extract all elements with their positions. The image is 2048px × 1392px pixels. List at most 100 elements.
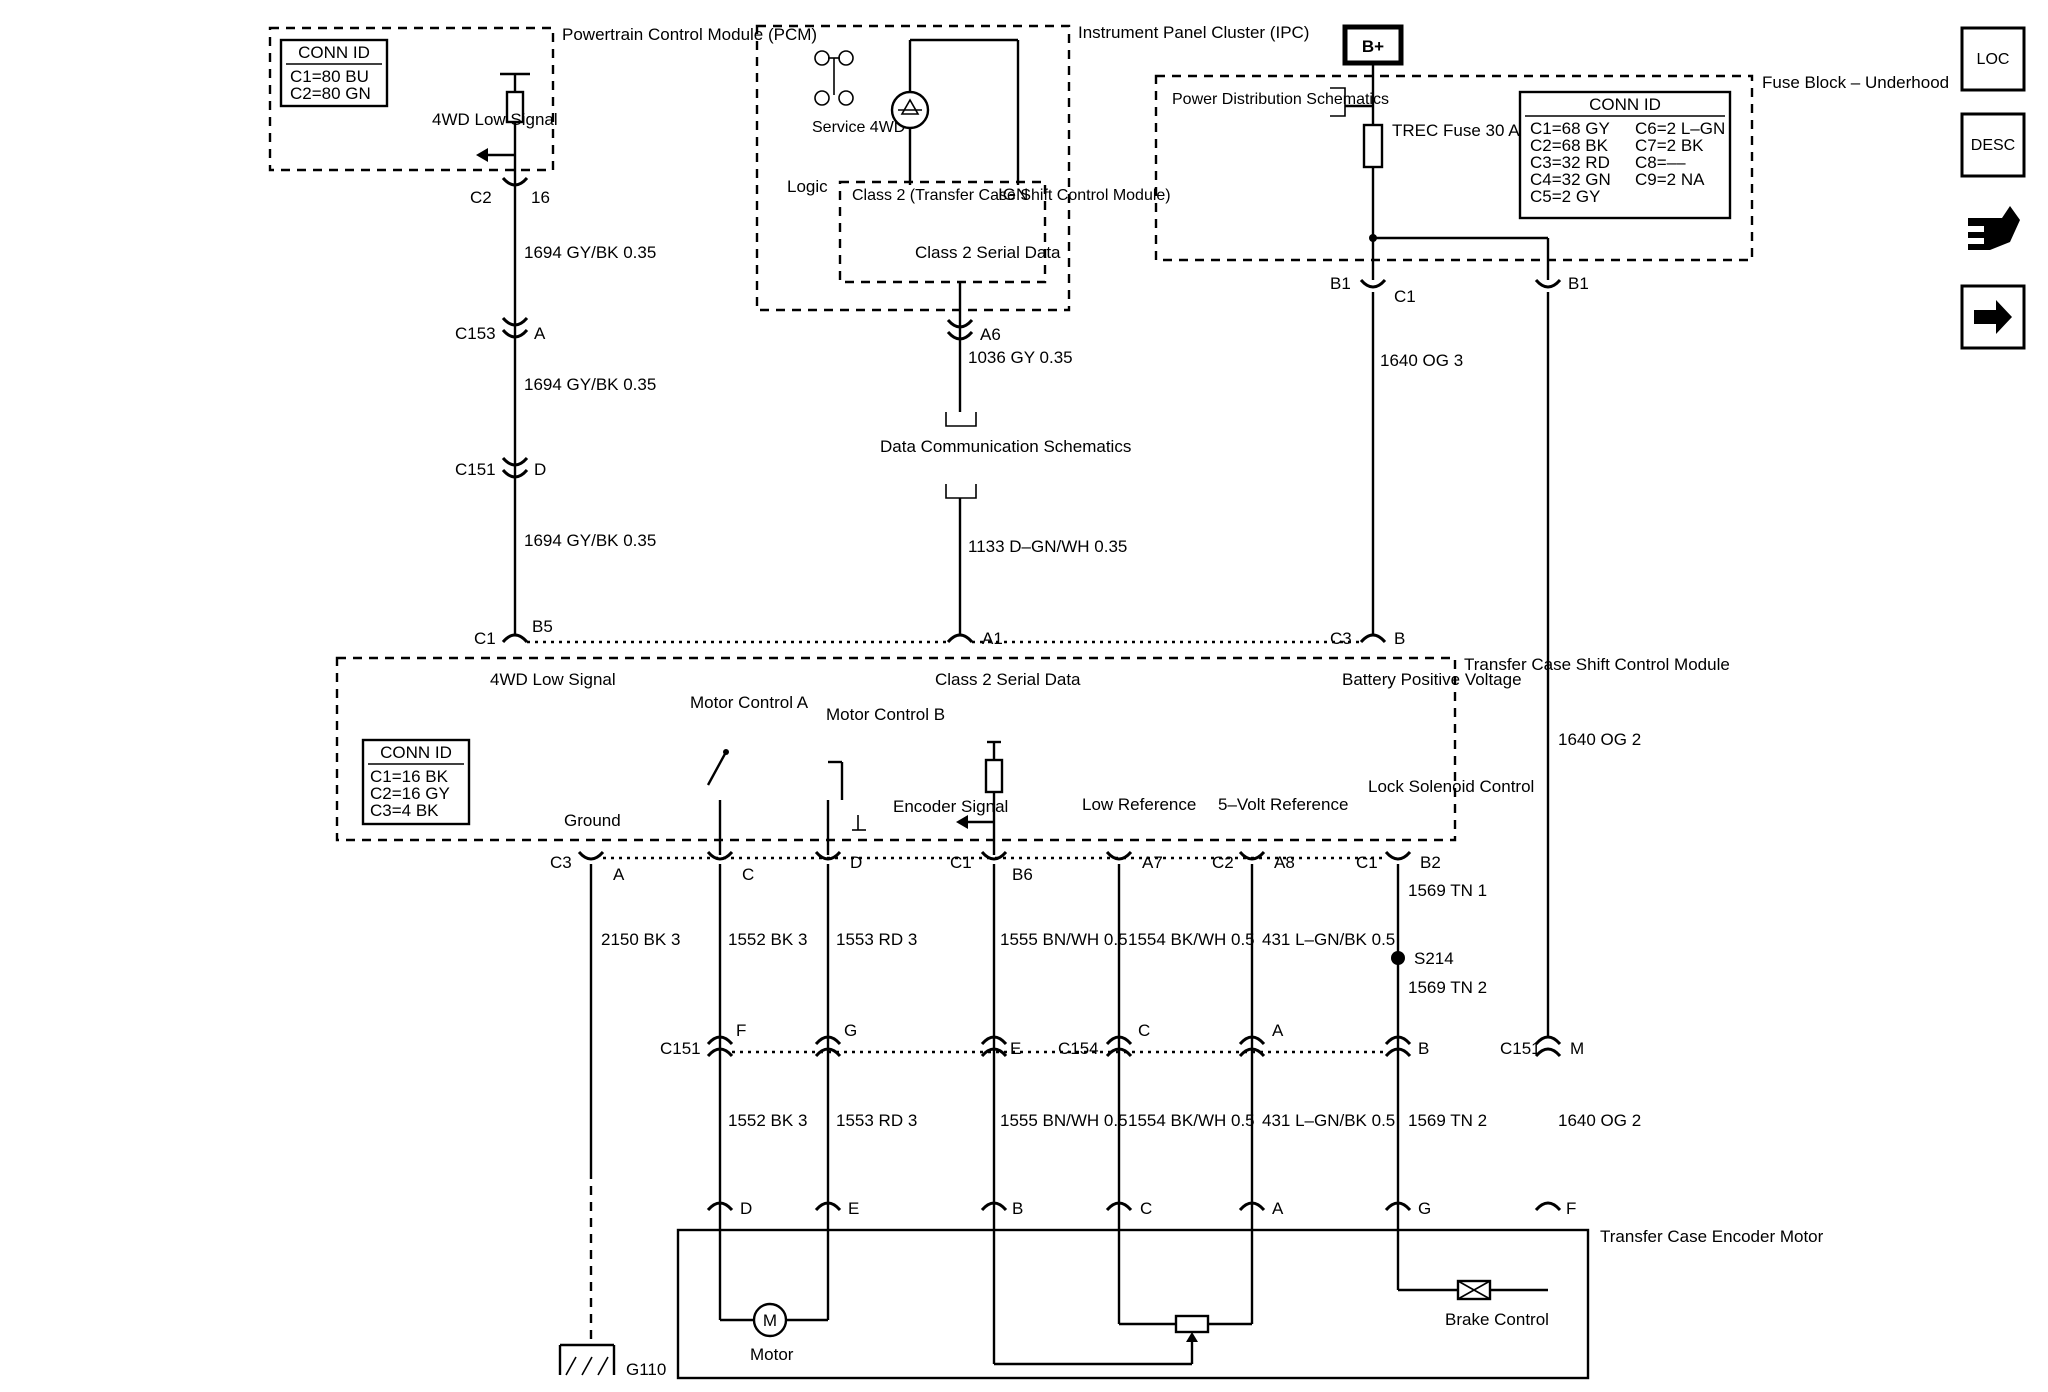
connector-pin: B2: [1420, 853, 1441, 872]
lock-solenoid-label: Lock Solenoid Control: [1368, 777, 1534, 796]
encoder-motor: Transfer Case Encoder Motor M Motor Brak…: [676, 1227, 1824, 1380]
connector-id: C3: [1330, 629, 1352, 648]
connector-pin: B: [1394, 629, 1405, 648]
potentiometer-icon: [1174, 1314, 1210, 1334]
ipc-wire-run: A6 1036 GY 0.35 Data Communication Schem…: [880, 282, 1131, 648]
fuse-conn-row: C1=68 GY: [1530, 119, 1610, 138]
fuse-conn-row: C2=68 BK: [1530, 136, 1609, 155]
ign-label: IGN: [998, 185, 1028, 204]
desc-button[interactable]: DESC: [1960, 112, 2026, 178]
wire-label: 1694 GY/BK 0.35: [524, 531, 656, 550]
connector-pin: F: [736, 1021, 746, 1040]
connector-id: C151: [1500, 1039, 1541, 1058]
wire-label: 1640 OG 2: [1558, 730, 1641, 749]
connector-pin: C: [742, 865, 754, 884]
pcm-signal-label: 4WD Low Signal: [432, 110, 558, 129]
wire-label: 1569 TN 1: [1408, 881, 1487, 900]
connector-pin: C: [1140, 1199, 1152, 1218]
connector-pin: M: [1570, 1039, 1584, 1058]
five-volt-label: 5–Volt Reference: [1218, 795, 1348, 814]
ipc-class2-label: Class 2 (Transfer Case Shift Control Mod…: [852, 187, 1171, 204]
connector-pin: A1: [982, 629, 1003, 648]
connector-id: C2: [470, 188, 492, 207]
connector-pin: G: [1418, 1199, 1431, 1218]
wire-label: 1640 OG 2: [1558, 1111, 1641, 1130]
connector-pin: C1: [1394, 287, 1416, 306]
wire-label: 1694 GY/BK 0.35: [524, 243, 656, 262]
pcm-module: Powertrain Control Module (PCM) CONN ID …: [268, 25, 817, 175]
fuse-conn-row: C3=32 RD: [1530, 153, 1610, 172]
encoder-connector-row: D E B C A G F: [706, 1199, 1576, 1218]
wire-label: 1555 BN/WH 0.5: [1000, 1111, 1128, 1130]
tcscm-conn-title: CONN ID: [380, 743, 452, 762]
fuse-conn-row: C5=2 GY: [1530, 187, 1600, 206]
fuse-conn-row: C9=2 NA: [1635, 170, 1705, 189]
connector-pin: D: [740, 1199, 752, 1218]
connector-id: C1: [474, 629, 496, 648]
wire-label: 2150 BK 3: [601, 930, 680, 949]
wire-label: 1036 GY 0.35: [968, 348, 1073, 367]
connector-pin: C: [1138, 1021, 1150, 1040]
logic-label: Logic: [787, 177, 828, 196]
lower-wire-runs: 2150 BK 3 1552 BK 3 1553 RD 3 1555 BN/WH…: [589, 864, 1487, 1364]
mid-connector-row: C151 F G E C154 C A B C151 M: [660, 1021, 1584, 1058]
tcscm-conn-row: C3=4 BK: [370, 801, 439, 820]
pcm-conn-title: CONN ID: [298, 43, 370, 62]
wire-label: 431 L–GN/BK 0.5: [1262, 930, 1395, 949]
tcscm-conn-row: C2=16 GY: [370, 784, 450, 803]
b-plus-label: B+: [1362, 37, 1384, 56]
next-page-button[interactable]: [1960, 284, 2026, 350]
connector-id: C2: [1212, 853, 1234, 872]
connector-pin: G: [844, 1021, 857, 1040]
splice-point-icon: [1391, 951, 1405, 965]
low-ref-label: Low Reference: [1082, 795, 1196, 814]
loc-button[interactable]: LOC: [1960, 26, 2026, 92]
motor-a-label: Motor Control A: [690, 693, 809, 712]
fuse-conn-row: C4=32 GN: [1530, 170, 1611, 189]
power-dist-label: Power Distribution Schematics: [1172, 91, 1389, 108]
connector-view-button[interactable]: [1966, 206, 2020, 250]
splice-label: S214: [1414, 949, 1454, 968]
connector-id: C153: [455, 324, 496, 343]
wire-label: 1133 D–GN/WH 0.35: [968, 537, 1127, 556]
tcscm-4wd-label: 4WD Low Signal: [490, 670, 616, 689]
class2-serial-label: Class 2 Serial Data: [915, 243, 1061, 262]
motor-icon: [752, 1302, 788, 1338]
ipc-module: Instrument Panel Cluster (IPC) Service 4…: [755, 23, 1309, 312]
loc-button-label: LOC: [1977, 51, 2010, 68]
brake-control-label: Brake Control: [1445, 1310, 1549, 1329]
wire-label: 1554 BK/WH 0.5: [1128, 930, 1255, 949]
tcscm-module: Transfer Case Shift Control Module 4WD L…: [335, 640, 1730, 855]
connector-id: B1: [1330, 274, 1351, 293]
wire-label: 1569 TN 2: [1408, 978, 1487, 997]
connector-id: C151: [455, 460, 496, 479]
fuse-label: TREC Fuse 30 A: [1392, 121, 1520, 140]
connector-pin: 16: [531, 188, 550, 207]
connector-id: C151: [660, 1039, 701, 1058]
connector-pin: A: [1272, 1021, 1284, 1040]
arrow-right-icon: [1974, 300, 2012, 334]
fuse-conn-row: C6=2 L–GN: [1635, 119, 1725, 138]
connector-pin: D: [534, 460, 546, 479]
connector-id: C154: [1058, 1039, 1099, 1058]
b-plus-terminal: [1342, 24, 1404, 66]
fuse-conn-row: C7=2 BK: [1635, 136, 1704, 155]
motor-label: Motor: [750, 1345, 794, 1364]
connector-pin: D: [850, 853, 862, 872]
connector-pin: B: [1012, 1199, 1023, 1218]
fuse-block-label: Fuse Block – Underhood: [1762, 73, 1949, 92]
lower-wire-labels: 1552 BK 3 1553 RD 3 1555 BN/WH 0.5 1554 …: [728, 1111, 1641, 1130]
fuse-wire-run: B1 C1 1640 OG 3 C3 B B1 1640 OG 2: [1330, 274, 1641, 1036]
fuse-block: B+ Fuse Block – Underhood Power Distribu…: [1154, 24, 1949, 280]
connector-pin: B6: [1012, 865, 1033, 884]
data-comm-label: Data Communication Schematics: [880, 437, 1131, 456]
tcscm-conn-row: C1=16 BK: [370, 767, 449, 786]
connector-pin: F: [1566, 1199, 1576, 1218]
connector-pin: A: [613, 865, 625, 884]
tcscm-module-label: Transfer Case Shift Control Module: [1464, 655, 1730, 674]
fuse-conn-title: CONN ID: [1589, 95, 1661, 114]
ipc-module-label: Instrument Panel Cluster (IPC): [1078, 23, 1309, 42]
service-4wd-label: Service 4WD: [812, 119, 905, 136]
ground-symbol-icon: G110: [558, 1343, 666, 1379]
